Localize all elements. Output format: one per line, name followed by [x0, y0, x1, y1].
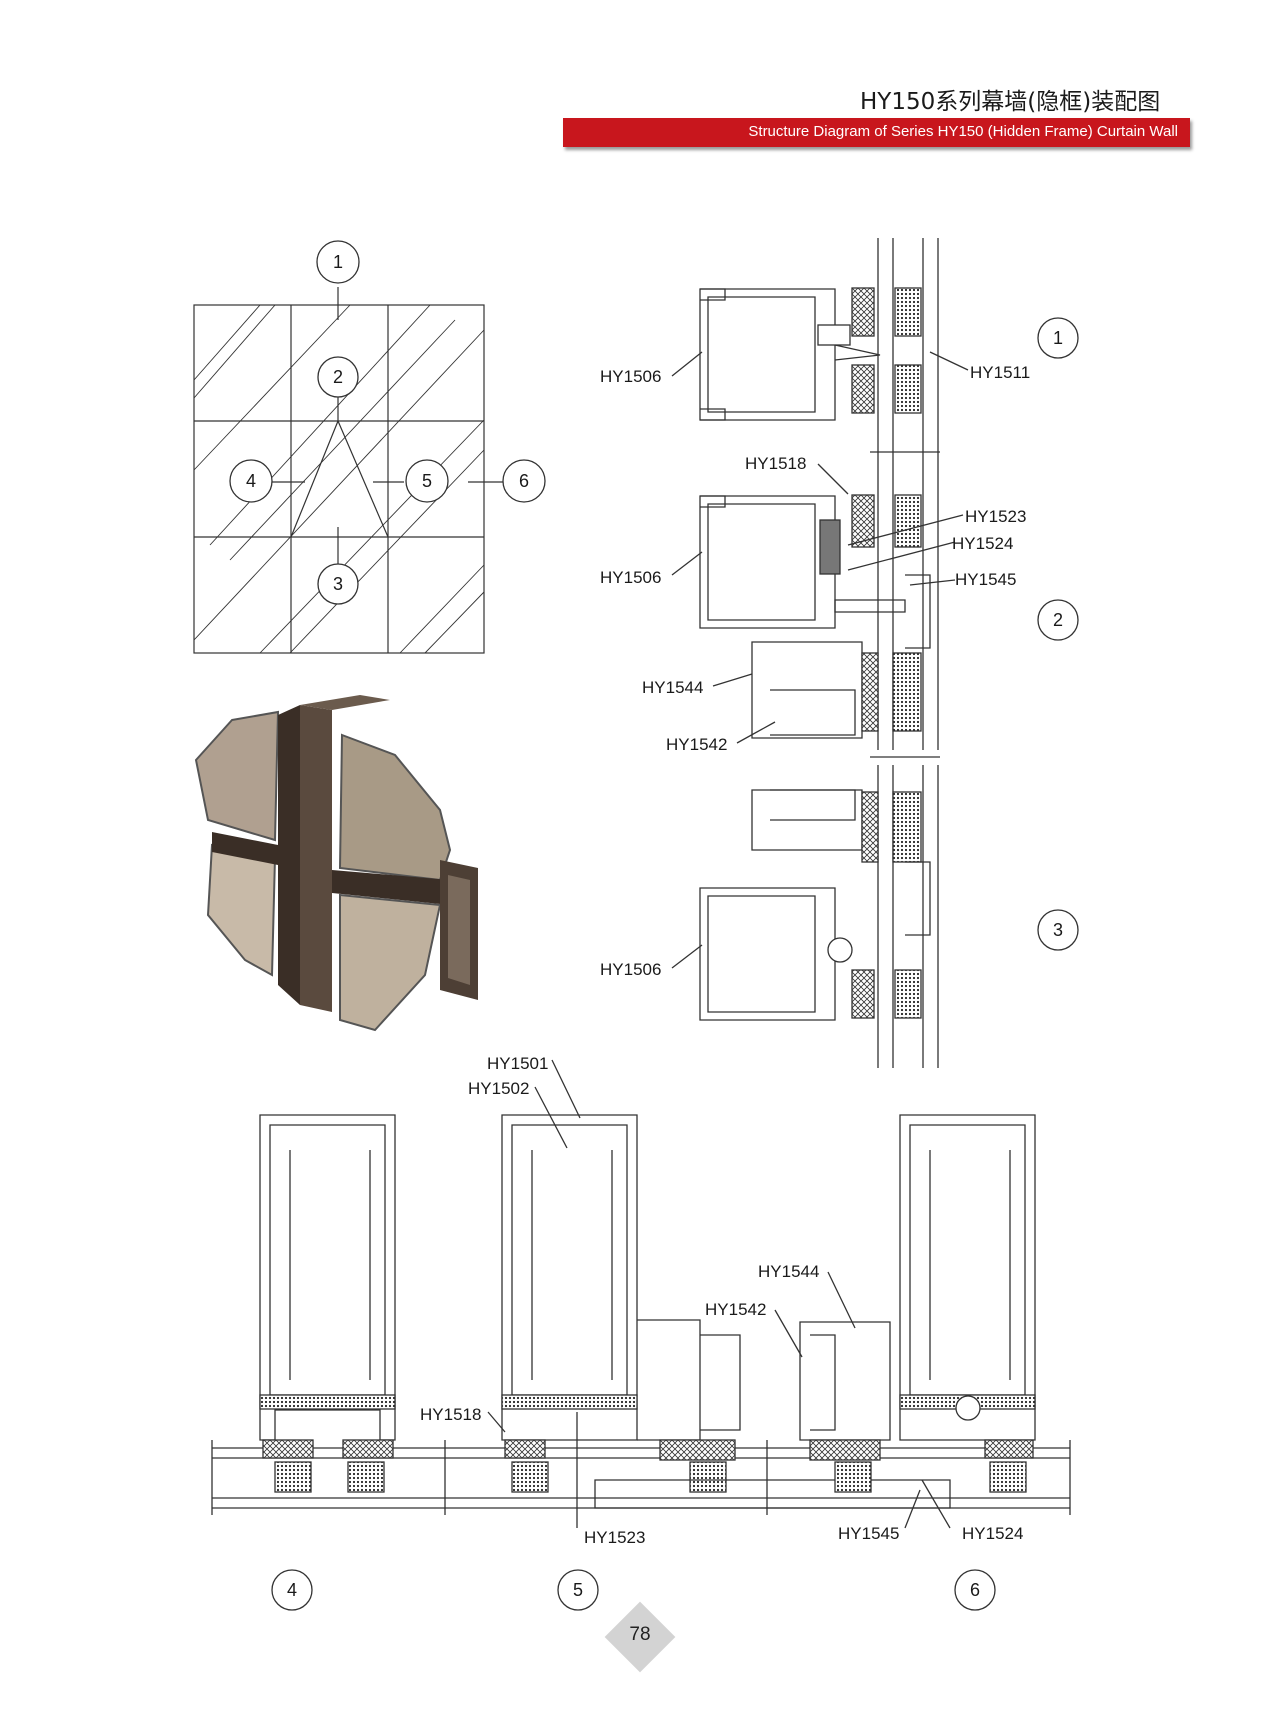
vsection-marker-3: 3: [1037, 909, 1079, 951]
hsection-marker-6: 6: [954, 1569, 996, 1611]
svg-text:3: 3: [333, 574, 343, 594]
elevation-marker-3: 3: [317, 563, 359, 605]
label-hy1523-vs: HY1523: [965, 507, 1026, 526]
title-banner: Structure Diagram of Series HY150 (Hidde…: [563, 118, 1190, 147]
label-hy1545-hs: HY1545: [838, 1524, 899, 1543]
label-hy1545-vs: HY1545: [955, 570, 1016, 589]
label-hy1506-s1: HY1506: [600, 367, 661, 386]
label-hy1518-hs: HY1518: [420, 1405, 481, 1424]
label-hy1544-vs: HY1544: [642, 678, 703, 697]
label-hy1523-hs: HY1523: [584, 1528, 645, 1547]
label-hy1524-vs: HY1524: [952, 534, 1013, 553]
svg-text:5: 5: [422, 471, 432, 491]
label-hy1542-hs: HY1542: [705, 1300, 766, 1319]
svg-text:4: 4: [246, 471, 256, 491]
perspective-illustration: [194, 695, 478, 1032]
label-hy1511: HY1511: [970, 363, 1030, 382]
svg-text:6: 6: [519, 471, 529, 491]
page-title-cn: HY150系列幕墙(隐框)装配图: [860, 89, 1161, 115]
label-hy1524-hs: HY1524: [962, 1524, 1023, 1543]
elevation-marker-1: 1: [316, 240, 360, 284]
vsection-marker-1: 1: [1037, 317, 1079, 359]
page-title-en: Structure Diagram of Series HY150 (Hidde…: [748, 123, 1178, 140]
elevation-marker-2: 2: [317, 356, 359, 398]
page-number: 78: [629, 1624, 651, 1645]
svg-text:2: 2: [333, 367, 343, 387]
vsection-marker-2: 2: [1037, 599, 1079, 641]
svg-text:5: 5: [573, 1580, 583, 1600]
svg-text:3: 3: [1053, 920, 1063, 940]
svg-text:6: 6: [970, 1580, 980, 1600]
svg-text:2: 2: [1053, 610, 1063, 630]
label-hy1544-hs: HY1544: [758, 1262, 819, 1281]
elevation-diagram: [193, 287, 504, 654]
horizontal-section: [211, 1059, 1071, 1529]
elevation-marker-4: 4: [229, 459, 273, 503]
label-hy1506-s3: HY1506: [600, 960, 661, 979]
vertical-section: [671, 238, 969, 1068]
label-hy1518-vs: HY1518: [745, 454, 806, 473]
svg-text:4: 4: [287, 1580, 297, 1600]
hsection-marker-5: 5: [557, 1569, 599, 1611]
label-hy1501: HY1501: [487, 1054, 548, 1073]
elevation-marker-6: 6: [502, 459, 546, 503]
hsection-marker-4: 4: [271, 1569, 313, 1611]
svg-text:1: 1: [1053, 328, 1063, 348]
label-hy1542-vs: HY1542: [666, 735, 727, 754]
label-hy1502: HY1502: [468, 1079, 529, 1098]
svg-text:1: 1: [333, 252, 343, 272]
elevation-marker-5: 5: [405, 459, 449, 503]
label-hy1506-s2: HY1506: [600, 568, 661, 587]
